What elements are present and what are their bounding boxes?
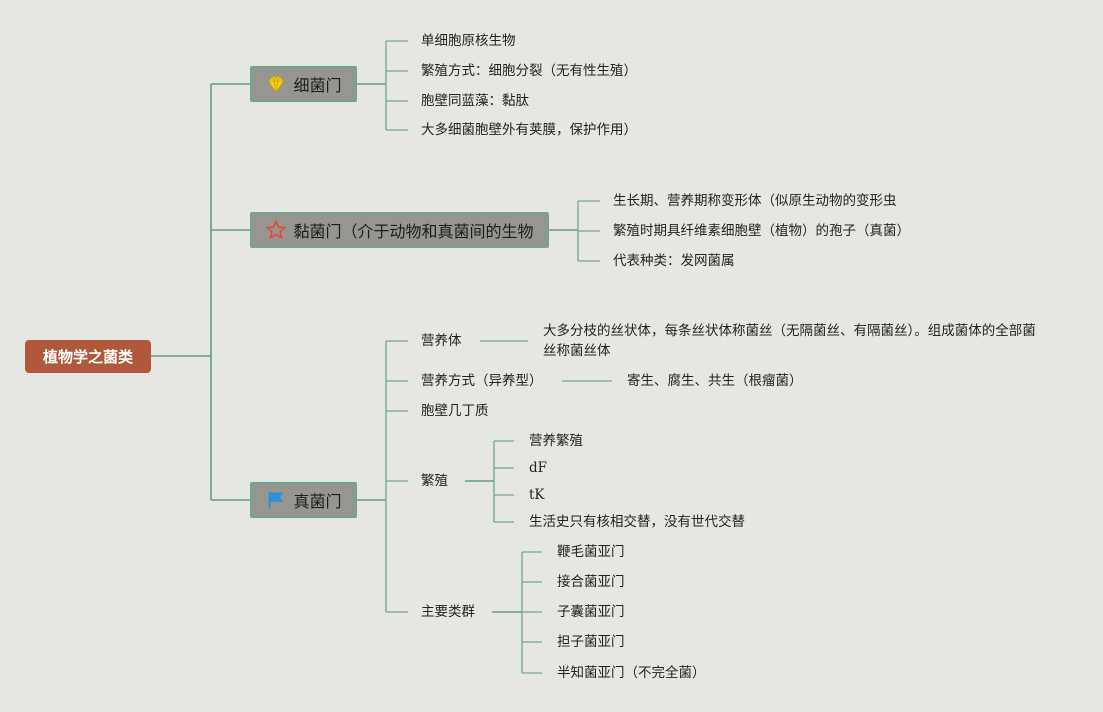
bacteria-item-4: 大多细菌胞壁外有荚膜，保护作用） (421, 122, 637, 138)
fungi-nutrition-label: 营养方式（异养型） (421, 373, 543, 389)
reproduction-item-2: dF (529, 460, 548, 476)
flag-icon (265, 489, 287, 511)
slime-item-1: 生长期、营养期称变形体（似原生动物的变形虫 (613, 193, 897, 209)
slime-item-2: 繁殖时期具纤维素细胞壁（植物）的孢子（真菌） (613, 223, 910, 239)
topic-slime-mold[interactable]: 黏菌门（介于动物和真菌间的生物 (250, 212, 549, 248)
group-item-5: 半知菌亚门（不完全菌） (557, 665, 706, 681)
group-item-4: 担子菌亚门 (557, 634, 625, 650)
reproduction-item-3: tK (529, 487, 545, 503)
star-icon (265, 219, 287, 241)
topic-bacteria-label: 细菌门 (293, 76, 342, 95)
fungi-vegetative-detail: 大多分枝的丝状体，每条丝状体称菌丝（无隔菌丝、有隔菌丝）。组成菌体的全部菌丝称菌… (543, 323, 1036, 359)
bacteria-item-2: 繁殖方式：细胞分裂（无有性生殖） (421, 63, 637, 79)
reproduction-item-1: 营养繁殖 (529, 433, 583, 449)
root-topic-label: 植物学之菌类 (42, 348, 133, 366)
bacteria-item-3: 胞壁同蓝藻：黏肽 (421, 93, 529, 109)
bacteria-item-1: 单细胞原核生物 (421, 33, 516, 49)
fungi-reproduction-label: 繁殖 (421, 473, 448, 489)
topic-fungi-label: 真菌门 (293, 492, 342, 511)
group-item-1: 鞭毛菌亚门 (557, 544, 625, 560)
topic-fungi[interactable]: 真菌门 (250, 482, 357, 518)
fungi-vegetative-label: 营养体 (421, 333, 462, 349)
fungi-groups-label: 主要类群 (421, 604, 475, 620)
diamond-icon (265, 73, 287, 95)
group-item-3: 子囊菌亚门 (557, 604, 625, 620)
slime-item-3: 代表种类：发网菌属 (613, 253, 735, 269)
root-topic[interactable]: 植物学之菌类 (25, 340, 151, 373)
group-item-2: 接合菌亚门 (557, 574, 625, 590)
topic-bacteria[interactable]: 细菌门 (250, 66, 357, 102)
reproduction-item-4: 生活史只有核相交替，没有世代交替 (529, 514, 745, 530)
fungi-nutrition-detail: 寄生、腐生、共生（根瘤菌） (627, 373, 803, 389)
topic-slime-mold-label: 黏菌门（介于动物和真菌间的生物 (293, 222, 534, 241)
fungi-wall-label: 胞壁几丁质 (421, 403, 489, 419)
